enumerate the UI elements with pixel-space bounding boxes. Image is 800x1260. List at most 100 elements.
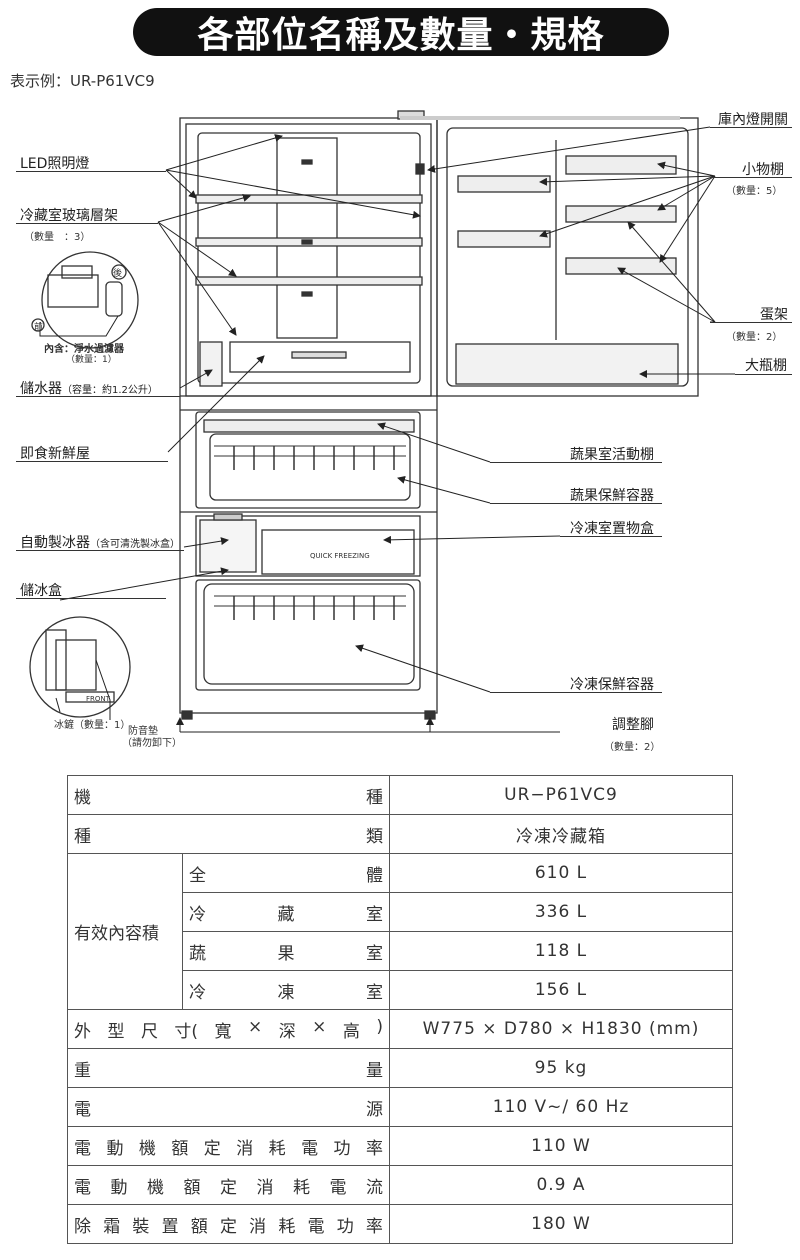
underline [16,598,166,599]
label-front: 前 [34,323,44,333]
underline [490,462,662,463]
underline [16,461,168,462]
underline [490,692,662,693]
spec-table: 機種 UR−P61VC9 種類 冷凍冷藏箱 有效內容積 全體 610 L 冷藏室… [67,775,733,1244]
small-shelf [457,175,551,193]
inset-filter-circle [41,251,139,349]
label-freezer-box: 冷凍室置物盒 [570,521,654,537]
veg-container [209,433,411,501]
label-anti-tip-note: （請勿卸下） [122,738,182,749]
glass-shelf [195,276,423,286]
fridge-diagram [29,110,735,733]
table-row: 電源 110 V~/ 60 Hz [67,1087,733,1127]
model-example: 表示例：UR-P61VC9 [10,72,155,90]
table-row: 機種 UR−P61VC9 [67,775,733,815]
spec-value-weight: 95 kg [389,1048,733,1088]
underline [735,374,792,375]
label-bottle-shelf: 大瓶棚 [745,358,787,374]
water-tank [199,341,223,387]
chilled-room-drawer [229,341,411,373]
underline [490,503,662,504]
small-shelf [457,230,551,248]
table-row: 冷藏室 336 L [68,892,733,932]
label-adjust-foot-qty: （數量：2） [604,742,661,753]
adjust-foot [181,710,193,720]
table-row: 蔬果室 118 L [68,931,733,971]
spec-value-veg: 118 L [389,931,733,971]
spec-value-power: 110 V~/ 60 Hz [389,1087,733,1127]
underline [710,322,792,323]
label-light-switch: 庫內燈開關 [718,112,788,128]
table-row: 電動 機額 定消 耗電 功率 110 W [67,1126,733,1166]
spec-label: 重量 [67,1048,390,1088]
label-quick-freezing: QUICK FREEZING [310,552,370,560]
table-row: 種類 冷凍冷藏箱 [67,814,733,854]
label-ice-shovel: 冰鏟（數量：1） [54,720,131,731]
label-led: LED照明燈 [20,156,90,172]
table-row: 外型 尺寸( 寬× 深× 高) W775 × D780 × H1830 (mm) [67,1009,733,1049]
label-glass-shelf: 冷藏室玻璃層架 [20,208,118,224]
spec-label: 冷凍室 [182,970,390,1010]
label-rear: 後 [113,269,123,279]
table-row: 電動 機額 定消 耗電 流 0.9 A [67,1165,733,1205]
underline [16,223,158,224]
spec-label: 蔬果室 [182,931,390,971]
label-water-tank: 儲水器（容量：約1.2公升） [20,381,158,397]
label-adjust-foot: 調整腳 [612,717,654,733]
spec-label: 電源 [67,1087,390,1127]
underline [16,171,166,172]
spec-label: 電動 機額 定消 耗電 功率 [67,1126,390,1166]
label-chilled-room: 即食新鮮屋 [20,446,90,462]
small-shelf [565,155,677,175]
label-small-shelf-qty: （數量：5） [726,186,783,197]
underline [710,127,792,128]
label-veg-shelf: 蔬果室活動棚 [570,447,654,463]
small-shelf [565,257,677,275]
page-title: 各部位名稱及數量・規格 [133,8,669,56]
spec-label: 除霜 裝置 額定 消耗 電功 率 [67,1204,390,1244]
label-anti-tip: 防音墊 [128,726,158,737]
label-egg-rack-qty: （數量：2） [726,332,783,343]
label-egg-rack: 蛋架 [760,307,788,323]
table-row: 有效內容積 全體 610 L [67,853,733,1010]
label-veg-container: 蔬果保鮮容器 [570,488,654,504]
freezer-box [261,529,415,575]
spec-value-type: 冷凍冷藏箱 [389,814,733,854]
underline [710,177,792,178]
label-filter: 內含：淨水過濾器 [44,344,124,355]
label-front-mark: FRONT [86,695,110,703]
spec-label: 電動 機額 定消 耗電 流 [67,1165,390,1205]
spec-value-motor-power: 110 W [389,1126,733,1166]
spec-value-dims: W775 × D780 × H1830 (mm) [389,1009,733,1049]
label-freezer-container: 冷凍保鮮容器 [570,677,654,693]
underline [16,550,184,551]
label-small-shelf: 小物棚 [742,162,784,178]
table-row: 除霜 裝置 額定 消耗 電功 率 180 W [67,1204,733,1244]
spec-label: 機種 [67,775,390,815]
glass-shelf [195,194,423,204]
adjust-foot [424,710,436,720]
spec-label: 外型 尺寸( 寬× 深× 高) [67,1009,390,1049]
underline [560,536,662,537]
spec-value-freezer: 156 L [389,970,733,1010]
label-filter-qty: （數量：1） [66,355,117,365]
table-row: 重量 95 kg [67,1048,733,1088]
spec-label: 全體 [182,853,390,893]
spec-value-defrost: 180 W [389,1204,733,1244]
ice-maker [199,519,257,573]
spec-label: 冷藏室 [182,892,390,932]
cabinet-outline [179,117,438,714]
spec-label: 種類 [67,814,390,854]
inset-ice-circle [29,616,131,718]
spec-value-model: UR−P61VC9 [389,775,733,815]
spec-value-fridge: 336 L [389,892,733,932]
bottle-shelf [455,343,679,385]
label-ice-box: 儲冰盒 [20,583,62,599]
spec-value-total: 610 L [389,853,733,893]
freezer-container [203,583,415,685]
label-ice-maker: 自動製冰器（含可清洗製冰盒） [20,535,180,551]
label-glass-shelf-qty: （數量 ：3） [24,232,91,243]
veg-shelf [203,419,415,433]
spec-value-motor-current: 0.9 A [389,1165,733,1205]
spec-label-capacity: 有效內容積 [67,853,183,1010]
